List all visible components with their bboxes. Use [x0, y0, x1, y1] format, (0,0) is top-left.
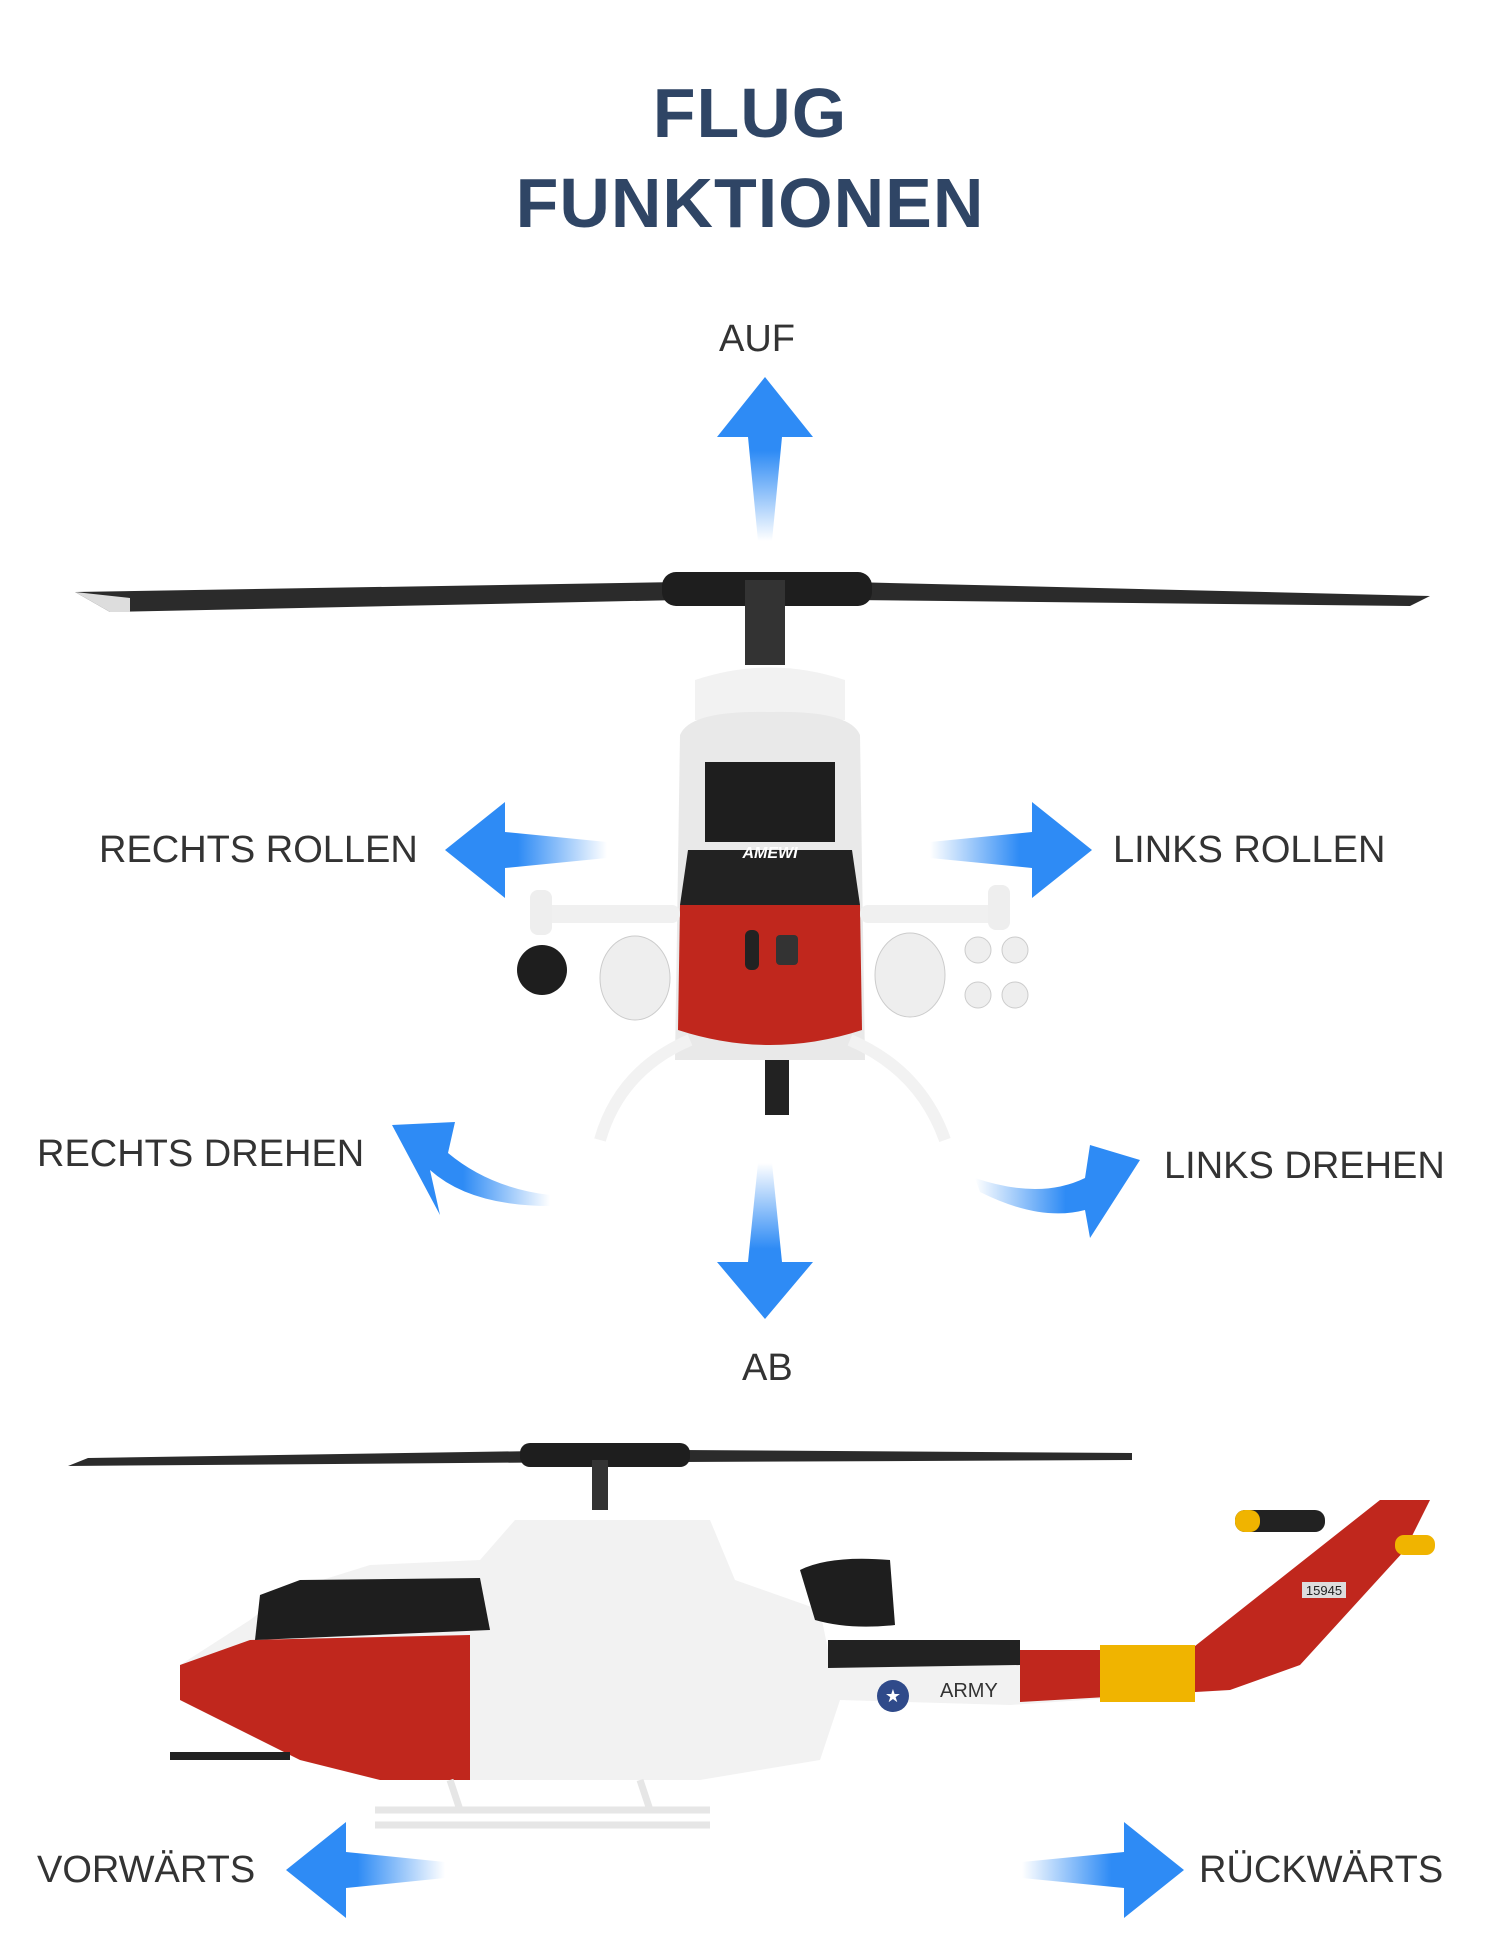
- army-marking: ARMY: [940, 1680, 998, 1702]
- label-roll-left: LINKS ROLLEN: [1113, 829, 1386, 871]
- tail-number: 15945: [1306, 1583, 1342, 1598]
- arrow-turn-left-icon: [975, 1145, 1140, 1238]
- arrow-down-icon: [717, 1163, 813, 1319]
- arrow-turn-right-icon: [392, 1122, 550, 1215]
- title-line-2: FUNKTIONEN: [515, 164, 985, 242]
- label-up: AUF: [719, 318, 795, 360]
- label-roll-right: RECHTS ROLLEN: [99, 829, 418, 871]
- front-brand-logo: AMEWI: [741, 845, 798, 862]
- helicopter-front-view: AMEWI: [75, 572, 1430, 1143]
- label-forward: VORWÄRTS: [37, 1849, 256, 1891]
- arrow-backward-icon: [1022, 1822, 1184, 1918]
- arrow-roll-left-icon: [930, 802, 1092, 898]
- arrow-forward-icon: [286, 1822, 445, 1918]
- helicopter-side-view: 15945 ★ ARMY: [68, 1443, 1435, 1829]
- label-turn-left: LINKS DREHEN: [1164, 1145, 1445, 1187]
- arrow-up-icon: [717, 377, 813, 541]
- label-backward: RÜCKWÄRTS: [1199, 1849, 1444, 1891]
- title-line-1: FLUG: [652, 74, 848, 152]
- label-down: AB: [742, 1347, 793, 1389]
- arrow-roll-right-icon: [445, 802, 607, 898]
- label-turn-right: RECHTS DREHEN: [37, 1133, 365, 1175]
- svg-text:★: ★: [885, 1686, 901, 1706]
